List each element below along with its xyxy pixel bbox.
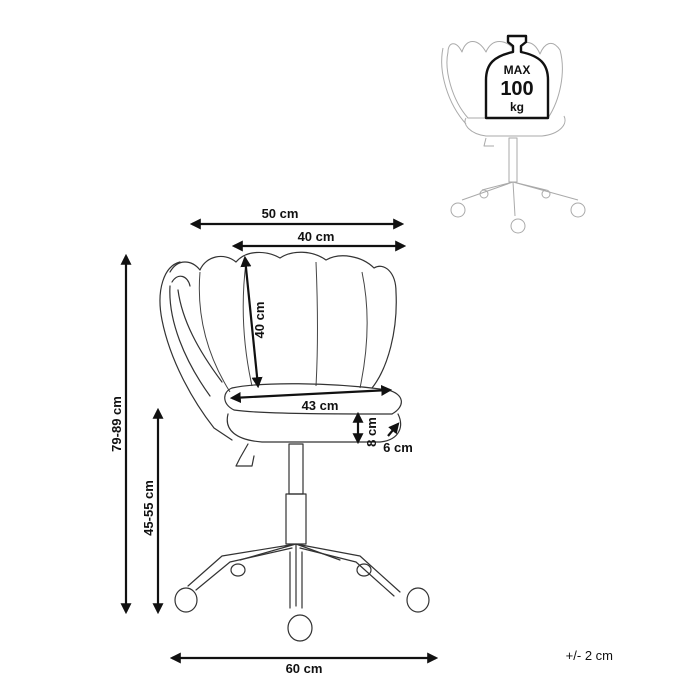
small-chair-icon xyxy=(441,41,586,234)
back-height-arrow xyxy=(240,255,263,389)
dimension-lines xyxy=(120,218,439,664)
seat-width-label: 43 cm xyxy=(302,398,339,413)
max-unit: kg xyxy=(510,100,524,114)
overall-width-label: 50 cm xyxy=(262,206,299,221)
seat-width-arrow xyxy=(229,384,393,404)
back-width-label: 40 cm xyxy=(298,229,335,244)
seat-edge-arrow xyxy=(387,422,400,437)
total-height-label: 79-89 cm xyxy=(109,396,124,452)
seat-thickness-label: 8 cm xyxy=(364,417,379,447)
max-load-badge: MAX 100 kg xyxy=(484,34,550,120)
tolerance-note: +/- 2 cm xyxy=(566,648,613,663)
seat-edge-label: 6 cm xyxy=(383,440,413,455)
back-height-label: 40 cm xyxy=(252,302,267,339)
max-value: 100 xyxy=(500,78,533,100)
max-label: MAX xyxy=(504,63,531,77)
seat-height-label: 45-55 cm xyxy=(141,480,156,536)
base-width-label: 60 cm xyxy=(286,661,323,676)
